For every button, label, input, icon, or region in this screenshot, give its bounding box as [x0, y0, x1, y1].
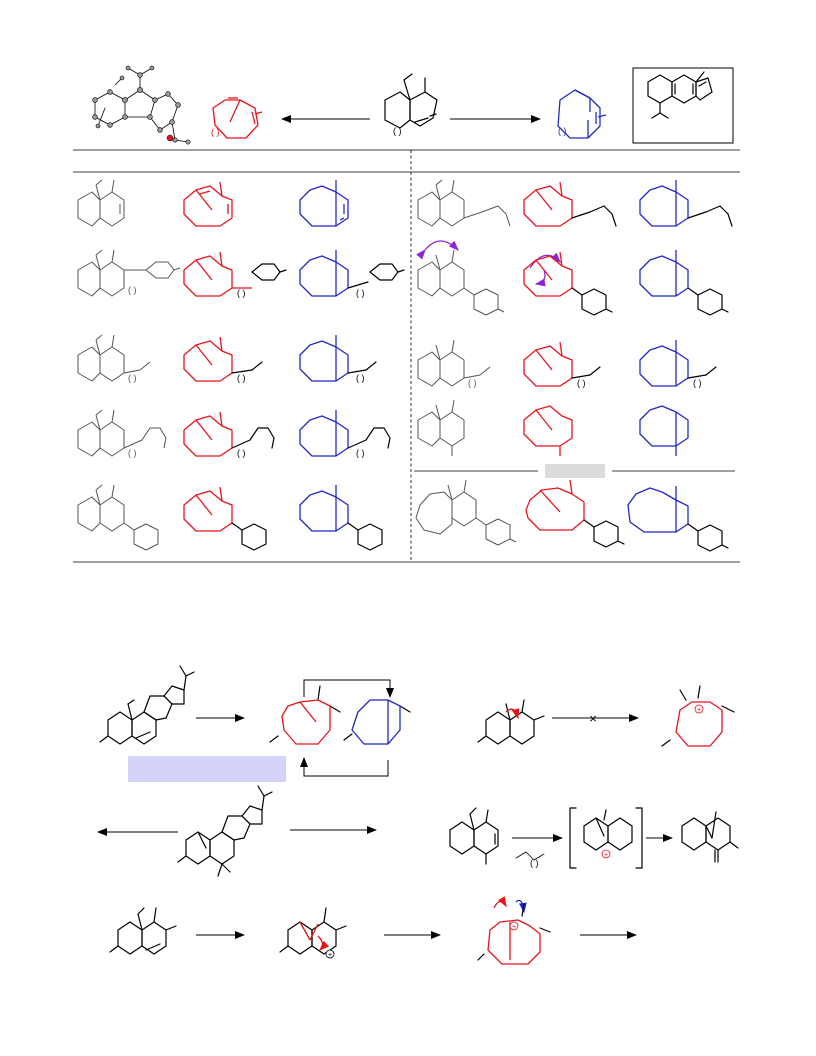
- mechanism-ring-expanded-cation: +: [477, 896, 551, 965]
- ring-size-label: ( ): [128, 448, 137, 458]
- inset-structure-box: [632, 67, 734, 144]
- left-row-2: ( ) ( ) ( ): [77, 249, 405, 298]
- cyclopropyl-steroid-center: [177, 785, 273, 877]
- mechanism-start: [109, 907, 177, 955]
- left-row-1: [77, 179, 349, 227]
- ring-size-label: ( ): [237, 373, 246, 383]
- red-ring-size-label: ( ): [211, 127, 220, 137]
- bracketed-intermediate: +: [569, 807, 643, 869]
- svg-text:+: +: [604, 852, 608, 859]
- red-product-bottom: [269, 685, 341, 745]
- interconversion-arrow-bottom: [300, 757, 389, 777]
- positive-charge: [325, 949, 335, 959]
- conditions-highlight-box: [128, 756, 286, 782]
- positive-charge: [694, 704, 704, 714]
- subsection-label-tab: [545, 464, 605, 478]
- crystal-structure-ortep: [92, 65, 191, 145]
- left-row-4: ( ) ( ) ( ): [77, 409, 391, 458]
- ring-size-label: ( ): [577, 378, 586, 388]
- steroid-starting-material: [99, 665, 195, 745]
- blue-bridged-product-top: [557, 89, 607, 139]
- right-row-5: [415, 479, 729, 552]
- ring-size-label: ( ): [356, 373, 365, 383]
- right-row-4: [417, 399, 689, 456]
- blue-product-bottom: [343, 699, 411, 745]
- blue-ring-size-label: ( ): [558, 126, 567, 136]
- reagent-chain-parens: ( ): [530, 858, 539, 868]
- positive-charge: [509, 921, 519, 931]
- interconversion-arrow-top: [303, 679, 394, 698]
- svg-text:+: +: [697, 707, 701, 714]
- starting-material-top: [384, 73, 438, 129]
- mechanism-cyclopropyl-cation: +: [279, 907, 347, 959]
- right-row-2: [416, 240, 729, 316]
- tricyclic-product: [681, 811, 739, 863]
- reagent-chain: [515, 851, 545, 861]
- left-row-5: [77, 484, 383, 551]
- svg-text:+: +: [328, 952, 332, 959]
- ring-size-label: ( ): [356, 288, 365, 298]
- svg-text:+: +: [512, 924, 516, 931]
- ring-size-label: ( ): [128, 373, 137, 383]
- ring-size-label: ( ): [693, 378, 702, 388]
- decalin-substrate: [449, 807, 499, 865]
- ring-size-label: ( ): [237, 288, 246, 298]
- forbidden-cross: ×: [589, 711, 597, 726]
- cation-intermediate-right: +: [661, 685, 735, 747]
- ring-size-label: ( ): [468, 378, 477, 388]
- cyclopropyl-intermediate-right: [477, 699, 545, 745]
- red-bridged-product-top: [212, 97, 259, 139]
- positive-charge: [601, 849, 611, 859]
- left-row-3: ( ) ( ) ( ): [77, 334, 377, 383]
- ring-size-label: ( ): [237, 448, 246, 458]
- right-row-3: ( ) ( ) ( ): [417, 339, 717, 388]
- ring-size-label: ( ): [356, 448, 365, 458]
- right-row-1: [417, 179, 733, 227]
- top-ring-size-label: ( ): [393, 126, 402, 136]
- ring-size-label: ( ): [128, 285, 137, 295]
